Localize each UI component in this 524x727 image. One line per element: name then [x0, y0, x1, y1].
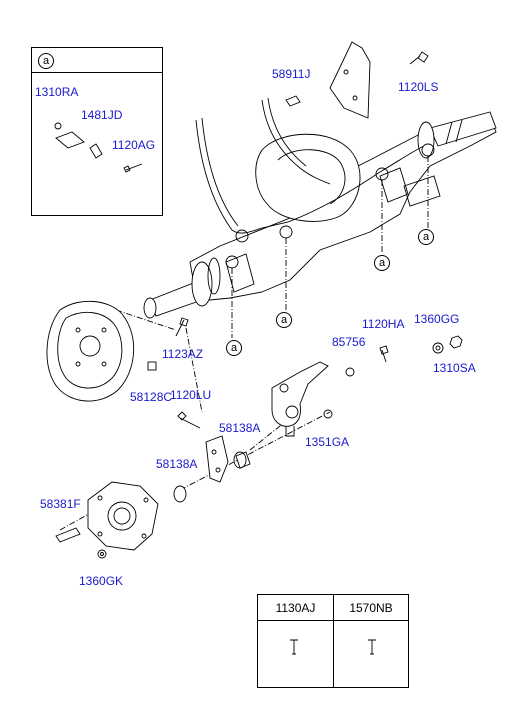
callout-a-mid: a	[276, 312, 292, 328]
part-label-58911j[interactable]: 58911J	[272, 67, 311, 81]
inset-panel	[31, 47, 163, 216]
part-label-58128c[interactable]: 58128C	[130, 390, 173, 404]
part-label-58138a-low[interactable]: 58138A	[156, 457, 198, 471]
inset-header	[31, 47, 163, 73]
slack-adjuster	[271, 361, 329, 427]
callout-a-right: a	[418, 229, 434, 245]
part-label-1351ga[interactable]: 1351GA	[305, 435, 350, 449]
part-label-1310ra[interactable]: 1310RA	[35, 85, 79, 99]
part-label-58138a-top[interactable]: 58138A	[219, 421, 261, 435]
part-label-1120ha[interactable]: 1120HA	[362, 317, 405, 331]
mounting-bracket	[329, 41, 371, 119]
inset-callout-a: a	[38, 53, 54, 69]
part-label-1120ag[interactable]: 1120AG	[112, 138, 156, 152]
part-label-85756[interactable]: 85756	[332, 335, 366, 349]
table-header-1570nb: 1570NB	[334, 595, 408, 621]
table-divider	[333, 595, 334, 687]
part-label-1123az[interactable]: 1123AZ	[162, 347, 204, 361]
brake-spider	[87, 481, 159, 551]
fastener-table: 1130AJ 1570NB	[257, 594, 409, 688]
part-label-1120ls[interactable]: 1120LS	[398, 80, 439, 94]
part-label-58381f[interactable]: 58381F	[40, 497, 81, 511]
part-label-1481jd[interactable]: 1481JD	[81, 108, 123, 122]
part-label-1360gk[interactable]: 1360GK	[79, 574, 124, 588]
part-label-1310sa[interactable]: 1310SA	[433, 361, 476, 375]
backing-plate	[46, 300, 135, 402]
part-label-1360gg[interactable]: 1360GG	[414, 312, 460, 326]
table-header-1130aj: 1130AJ	[258, 595, 333, 621]
callout-a-center: a	[374, 255, 390, 271]
part-label-1120lu[interactable]: 1120LU	[170, 388, 212, 402]
callout-a-left: a	[226, 340, 242, 356]
